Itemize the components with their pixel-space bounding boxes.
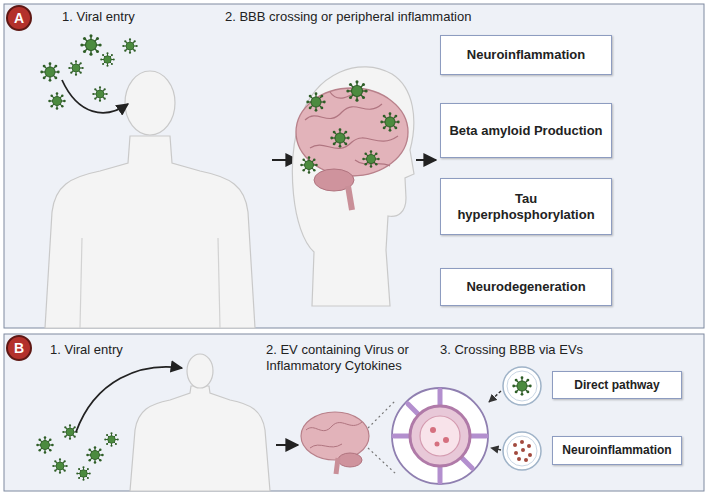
step-label: 1. Viral entry: [62, 9, 232, 25]
box-label: Neurodegeneration: [447, 279, 605, 295]
panel: 1. Viral entry 2. EV containing Virus or …: [4, 334, 704, 491]
panel: 1. Viral entry2. BBB crossing or periphe…: [4, 4, 704, 328]
panel-ground: [4, 334, 704, 491]
box-label: Neuroinflammation: [447, 47, 605, 63]
step-label: 2. BBB crossing or peripheral inflammati…: [225, 9, 555, 25]
entry-arrow: [76, 367, 182, 432]
step-label: 3. Crossing BBB via EVs: [440, 342, 630, 358]
brain: [301, 412, 369, 474]
box-label: Tau hyperphosphorylation: [447, 191, 605, 223]
virus-particles: [36, 424, 119, 481]
pathway-box: Direct pathway: [552, 371, 682, 399]
panel-badge: B: [6, 335, 32, 361]
panel-badge: A: [6, 5, 32, 31]
outcome-box: Neurodegeneration: [440, 268, 612, 306]
outcome-box: Neuroinflammation: [440, 35, 612, 75]
entry-arrow: [62, 80, 128, 113]
human-figure: [130, 354, 270, 491]
outcome-box: Tau hyperphosphorylation: [440, 178, 612, 235]
flow-arrow: [276, 444, 298, 446]
box-label: Direct pathway: [559, 378, 675, 393]
outcome-box: Beta amyloid Production: [440, 103, 612, 158]
flow-arrow: [416, 159, 436, 161]
dashed-arrow: [491, 448, 501, 450]
panel-letter: B: [14, 341, 24, 355]
head-with-brain: [292, 67, 414, 306]
extracellular-vesicle: [503, 367, 541, 405]
virus-particles: [40, 34, 137, 109]
virus-particles: [300, 80, 399, 173]
step-label: 2. EV containing Virus or Inflammatory C…: [266, 342, 426, 374]
dashed-arrow: [489, 391, 501, 402]
box-label: Neuroinflammation: [559, 443, 675, 458]
extracellular-vesicle: [503, 432, 541, 470]
panel-ground: [4, 4, 704, 328]
box-label: Beta amyloid Production: [447, 123, 605, 139]
step-label: 1. Viral entry: [50, 342, 200, 358]
human-figure: [45, 71, 255, 328]
bbb-cross-section: [392, 388, 488, 484]
pathway-box: Neuroinflammation: [552, 436, 682, 465]
panel-letter: A: [14, 11, 24, 25]
